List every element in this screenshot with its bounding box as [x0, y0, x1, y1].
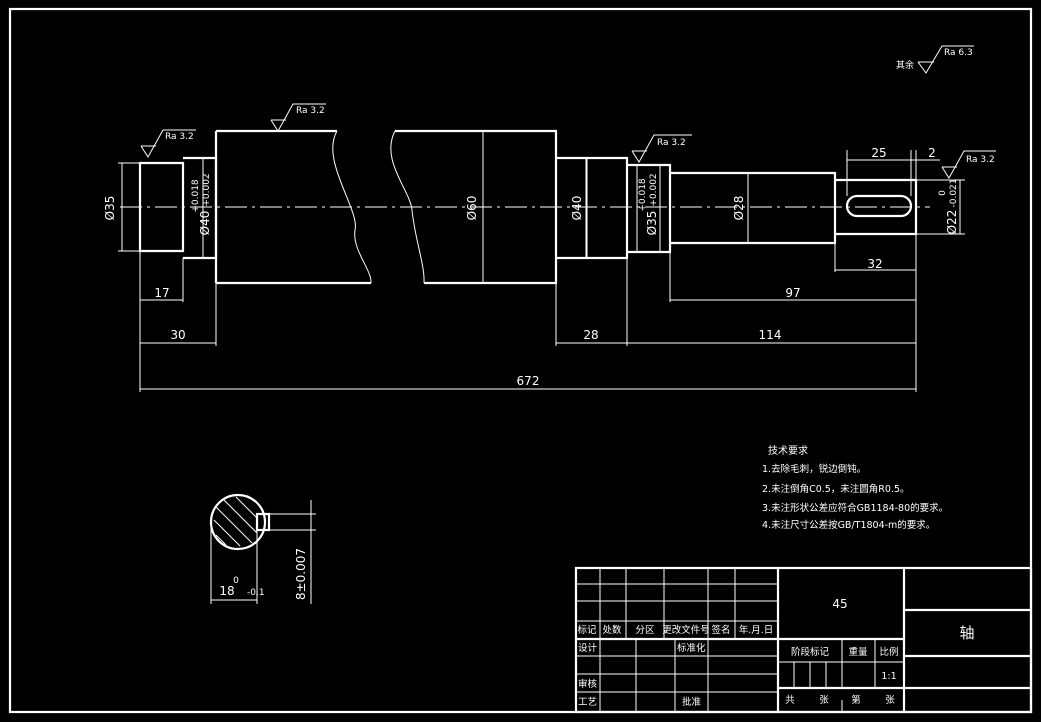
tb-material: 45: [832, 597, 847, 611]
tb-col-zone: 分区: [635, 625, 655, 636]
section-width-label: 18: [219, 584, 234, 598]
dim-d40-left: Ø40: [198, 211, 212, 236]
tb-total: 共: [785, 695, 795, 706]
dim-d35-right-tol-upper: +0.018: [638, 178, 648, 212]
tb-col-doc: 更改文件号: [662, 624, 710, 636]
dim-d22-tol-upper: 0: [938, 190, 948, 196]
tb-sheet2: 张: [885, 695, 895, 706]
tb-sheets: 张: [819, 695, 829, 706]
dim-d40-left-tol-lower: +0.002: [202, 173, 212, 206]
tb-col-mark: 标记: [577, 624, 597, 636]
tb-standardize: 标准化: [677, 642, 706, 654]
notes-item-4: 4.未注尺寸公差按GB/T1804-m的要求。: [762, 519, 935, 531]
tb-stage-mark: 阶段标记: [791, 646, 830, 658]
roughness-symbol-rest: [917, 45, 974, 74]
length-dims: [139, 150, 940, 392]
section-width-tol-lower: -0.1: [247, 588, 265, 598]
tb-col-count: 处数: [602, 624, 622, 636]
roughness-symbol-2: [270, 103, 326, 132]
roughness-3-value: Ra 3.2: [657, 138, 686, 148]
dim-len-25: 25: [871, 146, 886, 160]
notes-title: 技术要求: [768, 444, 808, 457]
tb-check: 审核: [578, 678, 598, 690]
dim-d22: Ø22: [945, 210, 959, 235]
tb-design: 设计: [578, 642, 598, 654]
dim-d35: Ø35: [103, 196, 117, 221]
dim-d28: Ø28: [732, 196, 746, 221]
dim-len-30: 30: [170, 328, 185, 342]
dim-d60: Ø60: [465, 196, 479, 221]
notes-item-2: 2.未注倒角C0.5，未注圆角R0.5。: [762, 483, 910, 495]
title-block: [574, 566, 1033, 714]
tb-weight: 重量: [848, 646, 868, 658]
dim-len-97: 97: [785, 286, 800, 300]
tb-col-date: 年.月.日: [739, 624, 774, 636]
dim-d22-tol-lower: -0.021: [949, 178, 959, 207]
tb-col-sign: 签名: [711, 624, 730, 636]
roughness-4-value: Ra 3.2: [966, 155, 995, 165]
dim-len-17: 17: [154, 286, 169, 300]
tb-page: 第: [851, 694, 861, 706]
tb-scale: 比例: [879, 646, 898, 658]
section-width-tol-upper: 0: [233, 576, 239, 586]
notes-item-3: 3.未注形状公差应符合GB1184-80的要求。: [762, 502, 948, 514]
dim-len-32: 32: [867, 257, 882, 271]
dim-d35-right-tol-lower: +0.002: [649, 173, 659, 206]
roughness-symbol-3: [631, 134, 692, 163]
drawing-border: [8, 7, 1033, 714]
tb-process: 工艺: [578, 697, 597, 708]
dim-len-28: 28: [583, 328, 598, 342]
roughness-symbol-4: [941, 150, 996, 179]
roughness-rest-value: Ra 6.3: [944, 48, 973, 58]
dim-len-114: 114: [759, 328, 782, 342]
dim-d40-left-tol-upper: +0.018: [191, 179, 201, 213]
roughness-1-value: Ra 3.2: [165, 132, 194, 142]
dim-len-total: 672: [517, 374, 540, 388]
dim-len-2: 2: [928, 146, 936, 160]
notes-item-1: 1.去除毛刺，锐边倒钝。: [762, 463, 866, 475]
roughness-2-value: Ra 3.2: [296, 106, 325, 116]
diameter-dims: [118, 131, 965, 283]
tb-approve: 批准: [682, 696, 702, 708]
dim-d40: Ø40: [570, 196, 584, 221]
tb-scale-value: 1:1: [881, 671, 896, 682]
roughness-rest-label: 其余: [896, 59, 914, 71]
section-view: [209, 493, 316, 604]
roughness-symbol-1: [140, 129, 196, 158]
section-keyway-label: 8±0.007: [294, 548, 308, 600]
tb-part-name: 轴: [959, 624, 974, 642]
dim-d35-right: Ø35: [645, 211, 659, 236]
